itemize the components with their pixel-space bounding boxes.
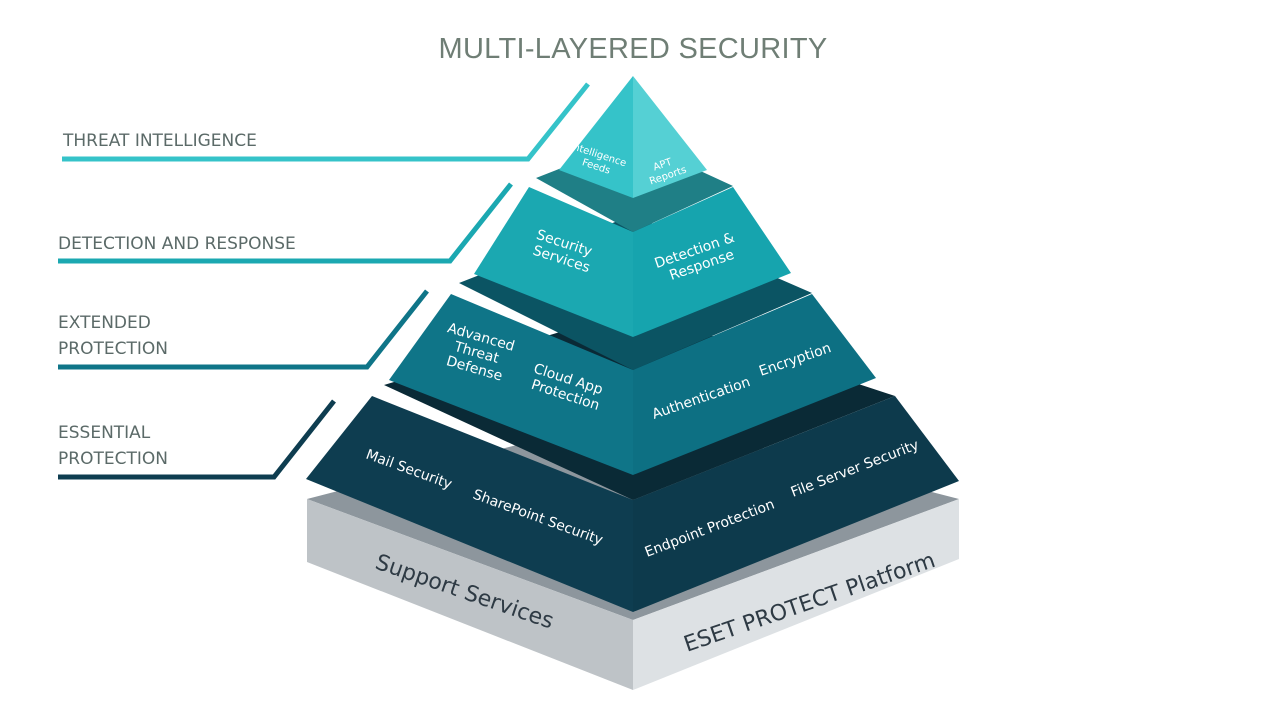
tier2-right-face xyxy=(633,187,791,337)
guide-line-detection-response xyxy=(58,182,513,264)
tier2-left-face xyxy=(474,187,633,337)
layer-labels: THREAT INTELLIGENCE DETECTION AND RESPON… xyxy=(58,131,296,469)
label-advanced-threat-defense: Advanced Threat Defense xyxy=(437,320,521,386)
layer-label-threat-intelligence: THREAT INTELLIGENCE xyxy=(62,131,257,151)
tier-threat-intelligence: Intelligence Feeds APT Reports xyxy=(559,76,707,198)
layer-label-essential-line2: PROTECTION xyxy=(58,449,168,469)
guide-line-threat-intelligence xyxy=(62,82,590,162)
tier1-right-face xyxy=(633,76,707,198)
tier3-left-face xyxy=(389,294,633,475)
layer-label-essential-line1: ESSENTIAL xyxy=(58,423,151,443)
tier4-left-face xyxy=(306,396,633,612)
layer-guides xyxy=(58,82,590,480)
tier4-right-face xyxy=(633,396,959,612)
layer-label-extended-line1: EXTENDED xyxy=(58,313,151,333)
tier3-right-face xyxy=(633,294,876,475)
guide-line-essential-protection xyxy=(58,399,336,480)
base-left-face xyxy=(307,499,633,690)
layer-label-detection-response: DETECTION AND RESPONSE xyxy=(58,234,296,254)
diagram-title: MULTI-LAYERED SECURITY xyxy=(438,33,827,65)
base-right-face xyxy=(633,499,959,690)
layer-label-extended-line2: PROTECTION xyxy=(58,339,168,359)
guide-line-extended-protection xyxy=(58,289,429,370)
tier1-left-face xyxy=(559,76,633,198)
